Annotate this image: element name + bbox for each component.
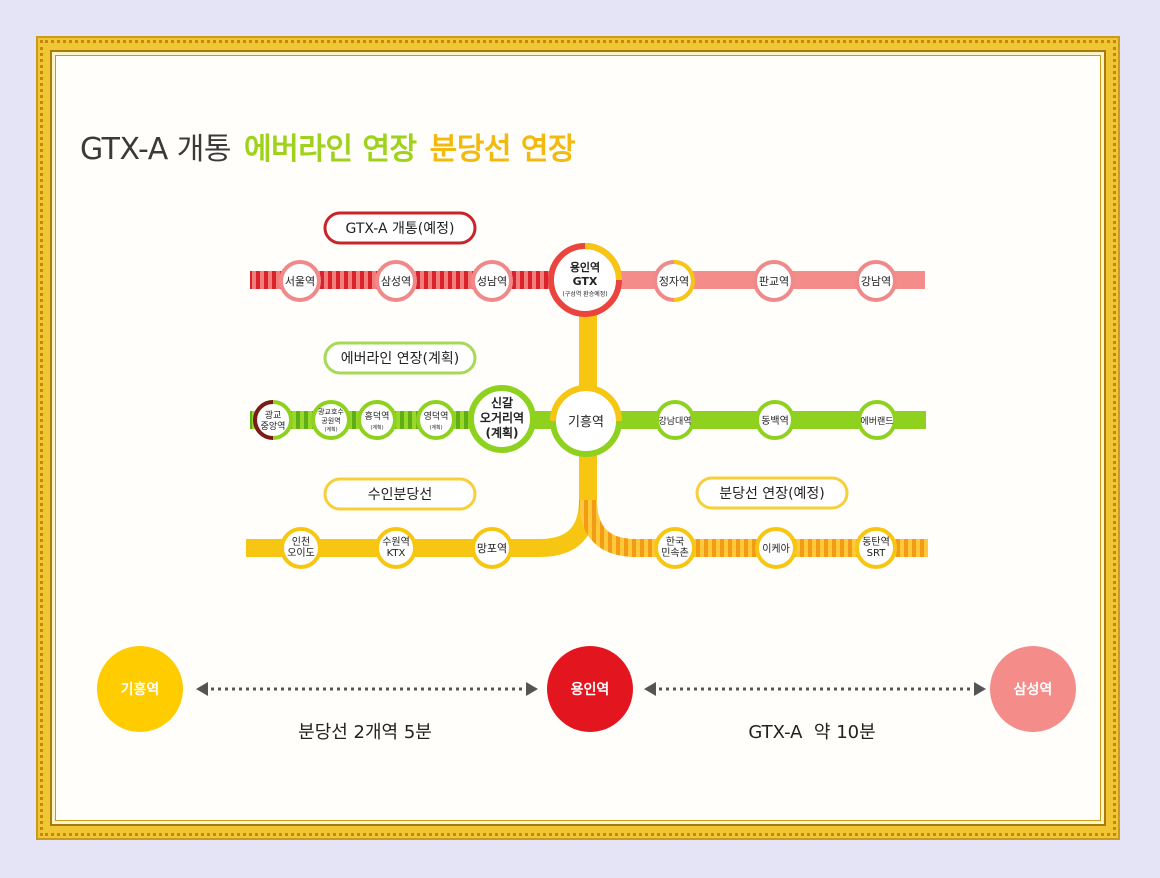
- svg-text:인천: 인천: [292, 536, 310, 548]
- title-bundang: 분당선 연장: [429, 132, 576, 167]
- title-gtx: GTX-A 개통: [80, 132, 232, 167]
- svg-text:KTX: KTX: [387, 548, 406, 559]
- station-gangnam: 강남역: [855, 260, 897, 302]
- label-gtx-text: GTX-A 개통(예정): [345, 221, 454, 237]
- svg-text:동백역: 동백역: [761, 415, 789, 427]
- label-bundang-ext-text: 분당선 연장(예정): [719, 486, 825, 502]
- bottom-station-yongin: 용인역: [547, 646, 633, 732]
- svg-text:수원역: 수원역: [382, 536, 410, 548]
- label-suin-text: 수인분당선: [368, 487, 432, 503]
- svg-text:성남역: 성남역: [477, 275, 507, 288]
- station-pangyo: 판교역: [753, 260, 795, 302]
- right-double-arrow: [644, 682, 986, 696]
- svg-text:강남대역: 강남대역: [658, 416, 691, 427]
- label-pill-bundang-ext: 분당선 연장(예정): [695, 476, 849, 510]
- station-mangpo: 망포역: [471, 527, 513, 569]
- svg-text:(계획): (계획): [485, 425, 518, 440]
- station-yeongdeok: 영덕역 (계획): [416, 400, 456, 440]
- left-double-arrow: [196, 682, 538, 696]
- caption-bundang-time: 분당선 2개역 5분: [298, 722, 432, 743]
- svg-text:삼성역: 삼성역: [1014, 681, 1053, 698]
- station-seongnam: 성남역: [471, 260, 513, 302]
- svg-text:서울역: 서울역: [285, 275, 315, 288]
- svg-text:강남역: 강남역: [861, 275, 891, 288]
- svg-text:용인역: 용인역: [571, 681, 610, 698]
- station-suwon-ktx: 수원역 KTX: [375, 527, 417, 569]
- svg-text:망포역: 망포역: [477, 542, 507, 555]
- bottom-station-giheung: 기흥역: [97, 646, 183, 732]
- station-jeongja: 정자역: [653, 260, 695, 302]
- svg-text:(계획): (계획): [324, 426, 337, 433]
- svg-text:GTX: GTX: [573, 275, 598, 288]
- station-dongbaek: 동백역: [755, 400, 795, 440]
- station-everland: 에버랜드: [857, 400, 897, 440]
- svg-text:기흥역: 기흥역: [568, 415, 604, 430]
- svg-text:흥덕역: 흥덕역: [365, 410, 390, 422]
- svg-text:한국: 한국: [666, 536, 684, 548]
- svg-text:(계획): (계획): [429, 424, 442, 431]
- svg-text:영덕역: 영덕역: [424, 411, 449, 422]
- svg-text:동탄역: 동탄역: [862, 536, 890, 548]
- svg-text:광교호수: 광교호수: [318, 408, 344, 416]
- svg-text:SRT: SRT: [867, 548, 887, 559]
- station-ikea: 이케아: [755, 527, 797, 569]
- bottom-station-samsung: 삼성역: [990, 646, 1076, 732]
- svg-text:기흥역: 기흥역: [121, 681, 160, 698]
- svg-text:오이도: 오이도: [287, 547, 315, 559]
- svg-text:(계획): (계획): [370, 424, 383, 431]
- caption-gtx-time: GTX-A 약 10분: [748, 722, 875, 743]
- station-samsung: 삼성역: [375, 260, 417, 302]
- svg-text:판교역: 판교역: [759, 275, 789, 288]
- label-pill-suin: 수인분당선: [323, 477, 477, 511]
- svg-text:이케아: 이케아: [762, 543, 790, 555]
- station-yongin-gtx: 용인역 GTX (구성역 환승예정): [548, 243, 622, 317]
- page-title: GTX-A 개통 에버라인 연장 분당선 연장: [80, 124, 576, 168]
- station-gwanggyo-central: 광교 중앙역: [253, 400, 293, 440]
- station-dongtan-srt: 동탄역 SRT: [855, 527, 897, 569]
- station-folk-village: 한국 민속촌: [654, 527, 696, 569]
- svg-text:광교: 광교: [265, 409, 282, 421]
- svg-text:(구성역 환승예정): (구성역 환승예정): [562, 290, 607, 298]
- svg-text:오거리역: 오거리역: [480, 410, 524, 425]
- label-pill-gtx: GTX-A 개통(예정): [323, 211, 477, 245]
- station-gangnam-univ: 강남대역: [655, 400, 695, 440]
- station-incheon-oido: 인천 오이도: [280, 527, 322, 569]
- svg-text:중앙역: 중앙역: [261, 420, 286, 432]
- svg-text:용인역: 용인역: [570, 260, 600, 274]
- station-singal-ogeori: 신갈 오거리역 (계획): [468, 385, 536, 453]
- svg-text:민속촌: 민속촌: [661, 547, 689, 559]
- svg-text:신갈: 신갈: [491, 395, 513, 410]
- label-pill-everline: 에버라인 연장(계획): [323, 341, 477, 375]
- title-everline: 에버라인 연장: [244, 132, 417, 167]
- station-giheung: 기흥역: [550, 385, 622, 457]
- station-heungdeok: 흥덕역 (계획): [357, 400, 397, 440]
- label-everline-text: 에버라인 연장(계획): [341, 351, 459, 367]
- svg-text:에버랜드: 에버랜드: [860, 416, 893, 427]
- svg-text:공원역: 공원역: [321, 416, 340, 425]
- station-gwanggyo-lake: 광교호수 공원역 (계획): [311, 400, 351, 440]
- svg-text:삼성역: 삼성역: [381, 275, 411, 288]
- station-seoul: 서울역: [279, 260, 321, 302]
- svg-text:정자역: 정자역: [659, 275, 689, 288]
- bundang-extension-curve: [579, 499, 637, 557]
